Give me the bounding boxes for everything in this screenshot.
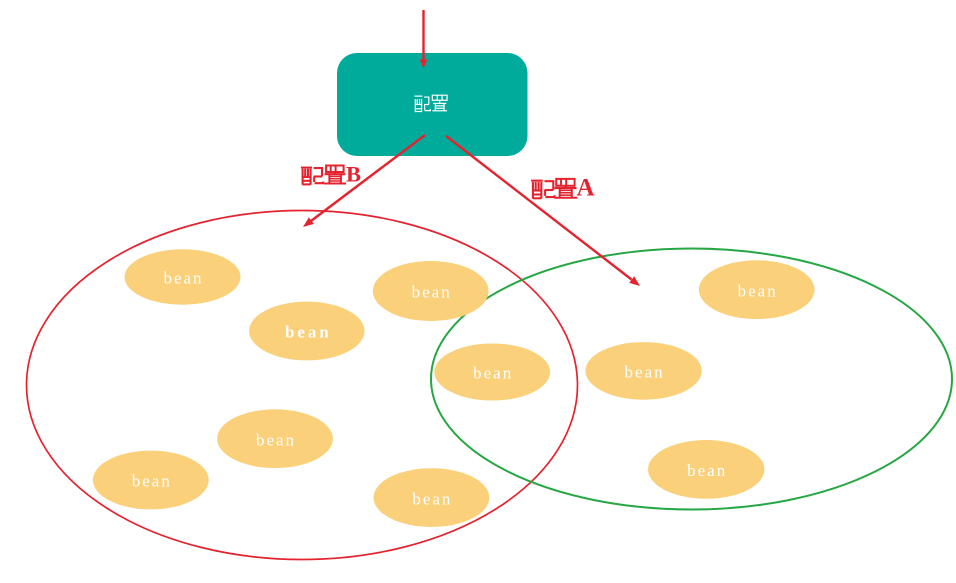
svg-text:B: B: [346, 162, 361, 187]
svg-text:bean: bean: [132, 472, 172, 491]
svg-text:bean: bean: [738, 281, 778, 300]
svg-text:bean: bean: [256, 430, 296, 449]
svg-text:A: A: [577, 175, 595, 202]
svg-text:bean: bean: [285, 323, 332, 342]
svg-text:bean: bean: [163, 269, 203, 288]
svg-text:bean: bean: [412, 489, 452, 508]
svg-text:bean: bean: [625, 363, 665, 382]
svg-text:bean: bean: [412, 283, 452, 302]
svg-text:bean: bean: [473, 364, 513, 383]
svg-text:bean: bean: [687, 461, 727, 480]
